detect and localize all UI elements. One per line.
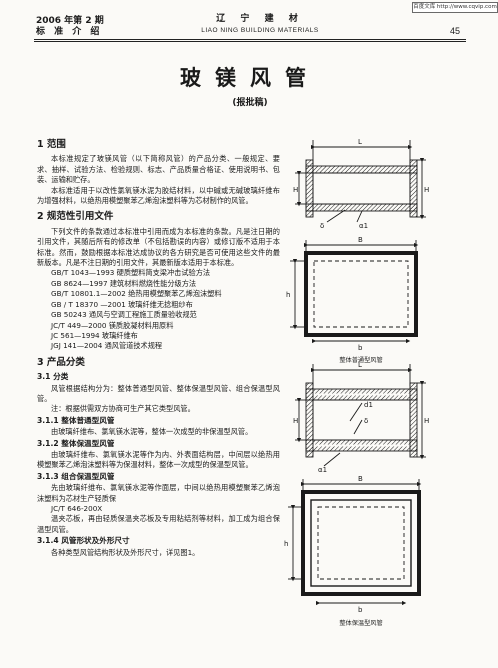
dim-label-length: L [358,138,362,146]
dim-label-inner-height: h [286,291,290,299]
section-heading-3: 3 产品分类 [37,356,85,368]
dim-label-height: H [293,186,298,194]
figure-caption: 整体普通型风管 [339,357,383,364]
note: 注：根据供需双方协商可生产其它类型风管。 [51,404,195,414]
paragraph: 风管根据结构分为：整体普通型风管、整体保温型风管、组合保温型风管。 [37,383,280,403]
dim-label-inner-width: b [358,344,363,352]
reference-item: JC 561—1994 玻璃纤维布 [51,330,138,340]
dim-label-width: B [358,475,363,483]
dim-label-inner-height: h [284,540,288,548]
section-heading-1: 1 范围 [37,139,66,150]
reference-item: GB / T 18370 —2001 玻璃纤维无捻粗纱布 [51,299,193,309]
paragraph: 下列文件的条款通过本标准中引用而成为本标准的条款。凡是注日期的引用文件，其随后所… [37,226,280,268]
text-column: 1 范围 本标准规定了玻镁风管（以下简称风管）的产品分类、一般规定、要求、抽样、… [37,139,280,558]
reference-item: GB/T 10801.1—2002 绝热用模塑聚苯乙烯泡沫塑料 [51,289,222,299]
paragraph: 先由玻璃纤维布、氯氧镁水泥等作面层，中间以绝热用模塑聚苯乙烯泡沫塑料为芯材生产轻… [37,483,280,503]
figure-caption: 整体保温型风管 [339,620,383,627]
article-title: 玻镁风管 [180,65,320,90]
page-number: 45 [450,26,461,36]
reference-item: GB 50243 通风与空调工程施工质量验收规范 [51,310,197,320]
section-heading-2: 2 规范性引用文件 [37,211,114,223]
column-label: 标 准 介 绍 [36,27,103,37]
paragraph: 由玻璃纤维布、氯氧镁水泥等作为内、外表面结构层，中间层以绝热用模塑聚苯乙烯泡沫塑… [37,449,280,470]
paragraph: 由玻璃纤维布、氯氧镁水泥等，整体一次成型的非保温型风管。 [51,427,253,437]
reference-item: JC/T 449—2000 镁质胶凝材料用原料 [51,320,174,330]
dim-label-height-outer: H [424,186,429,194]
dim-label-angle: α1 [359,222,368,230]
dim-label-length: L [358,361,362,369]
header-rule [34,39,466,40]
dim-label-angle: α1 [318,466,327,474]
paragraph: 各种类型风管结构形状及外形尺寸，详见图1。 [51,547,200,557]
reference-item: GB 8624—1997 建筑材料燃烧性能分级方法 [51,278,197,288]
dim-label-thickness: δ [364,417,368,425]
paragraph: 本标准适用于以改性氯氧镁水泥为胶结材料，以中碱或无碱玻璃纤维布为增强材料，以绝热… [37,185,280,206]
header-rule-thin [34,41,466,42]
dim-label-diameter: d1 [364,401,373,409]
subsection-heading: 3.1 分类 [37,372,69,382]
paragraph: 本标准规定了玻镁风管（以下简称风管）的产品分类、一般规定、要求、抽样、试验方法、… [37,154,280,185]
dim-label-inner-width: b [358,606,363,614]
subsection-heading: 3.1.3 组合保温型风管 [37,471,115,481]
running-header-center: 辽 宁 建 材 LIAO NING BUILDING MATERIALS [170,14,350,36]
dim-label-height-outer: H [424,417,429,425]
dim-label-width: B [358,236,363,244]
dim-label-thickness: δ [320,222,324,230]
reference-item: JGJ 141—2004 通风管道技术规程 [51,341,163,351]
paragraph: 温夹芯板，再由轻质保温夹芯板及专用粘结剂等材料，加工成为组合保温型风管。 [37,514,280,534]
running-header-left: 2006 年第 2 期 标 准 介 绍 [36,16,104,38]
issue-label: 2006 年第 2 期 [36,16,104,26]
subsection-heading: 3.1.4 风管形状及外形尺寸 [37,536,130,546]
reference-item: GB/T 1043—1993 硬质塑料简支梁冲击试验方法 [51,268,211,278]
subsection-heading: 3.1.1 整体普通型风管 [37,415,115,425]
article-subtitle: (报批稿) [232,98,268,108]
subsection-heading: 3.1.2 整体保温型风管 [37,438,115,448]
dim-label-height: H [293,417,298,425]
journal-name-en: LIAO NING BUILDING MATERIALS [201,27,319,34]
standard-code: JC/T 646-200X [51,504,103,513]
journal-name-cn: 辽 宁 建 材 [216,14,304,24]
